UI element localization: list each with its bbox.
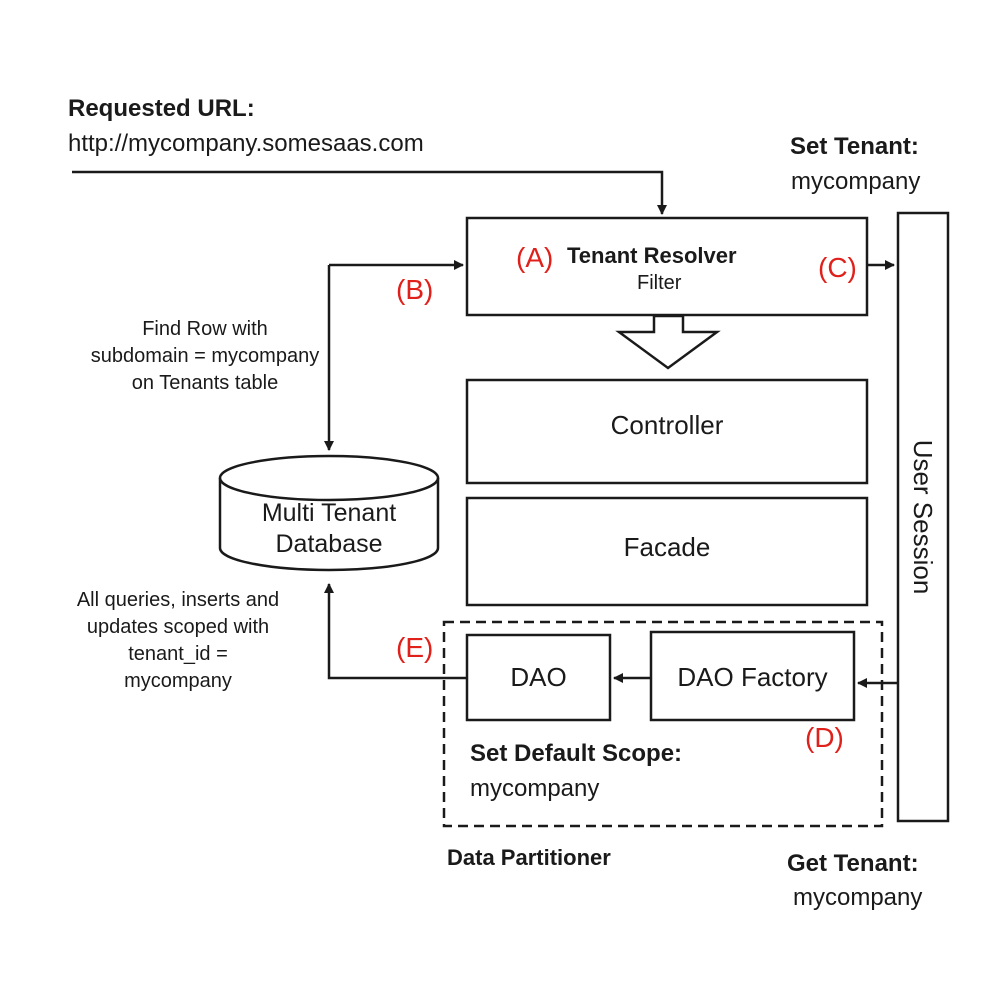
set-tenant-value: mycompany (791, 168, 921, 195)
dao-factory-label: DAO Factory (677, 662, 828, 692)
facade-label: Facade (623, 532, 711, 562)
dao-label: DAO (510, 662, 567, 692)
marker-b: (B) (396, 274, 434, 305)
find-row-line-3: on Tenants table (131, 372, 279, 394)
facade-box (465, 496, 869, 607)
data-partitioner-label: Data Partitioner (447, 845, 611, 870)
requested-url-value: http://mycompany.somesaas.com (68, 130, 424, 157)
marker-d: (D) (805, 722, 844, 753)
find-row-text: Find Row with subdomain = mycompany on T… (80, 316, 330, 397)
queries-line-4: mycompany (124, 670, 232, 692)
database-cylinder (218, 478, 440, 572)
database-line-1: Multi Tenant (261, 499, 397, 527)
get-tenant-value: mycompany (793, 884, 923, 911)
dao-factory-box (649, 630, 856, 722)
marker-e: (E) (396, 632, 434, 663)
dao-db-arrow (324, 583, 467, 680)
queries-line-3: tenant_id = (128, 643, 228, 665)
find-row-line-1: Find Row with (142, 318, 268, 340)
set-tenant-title: Set Tenant: (790, 133, 919, 160)
default-scope-value: mycompany (470, 775, 600, 802)
controller-label: Controller (610, 410, 724, 440)
user-session-box (896, 211, 950, 823)
marker-a: (A) (516, 242, 554, 273)
database-line-2: Database (275, 530, 383, 558)
default-scope-title: Set Default Scope: (470, 740, 683, 767)
queries-line-1: All queries, inserts and (76, 589, 280, 611)
queries-line-2: updates scoped with (86, 616, 270, 638)
controller-box (465, 378, 869, 485)
requested-url-title: Requested URL: (68, 95, 255, 122)
queries-text: All queries, inserts and updates scoped … (48, 587, 308, 695)
tenant-resolver-title: Tenant Resolver (567, 243, 737, 268)
get-tenant-title: Get Tenant: (787, 850, 919, 877)
flow-arrow (615, 314, 721, 370)
find-row-line-2: subdomain = mycompany (90, 345, 320, 367)
database-label: Multi Tenant Database (220, 498, 438, 560)
user-session-label: User Session (908, 439, 938, 595)
tenant-resolver-subtitle: Filter (637, 272, 682, 294)
url-arrow (72, 170, 667, 215)
marker-c: (C) (818, 252, 857, 283)
dao-box (465, 633, 612, 722)
tenant-resolver-box (465, 216, 869, 317)
